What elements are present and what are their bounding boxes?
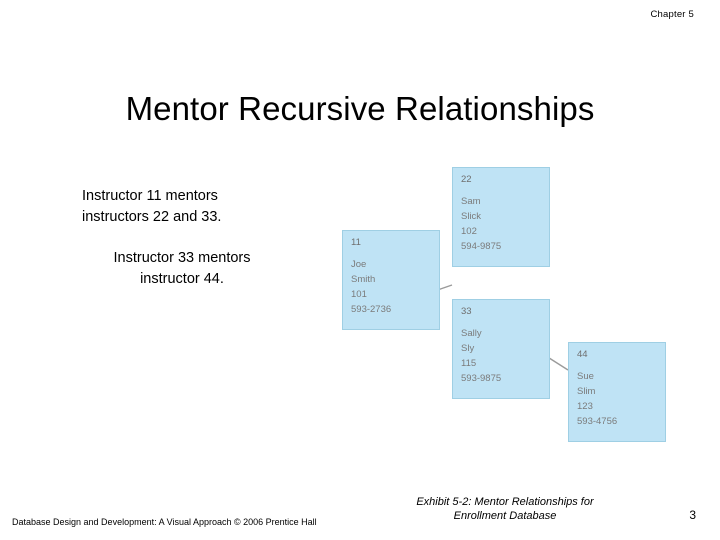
entity-key: 33 bbox=[461, 306, 472, 317]
body-paragraph-1: Instructor 11 mentors instructors 22 and… bbox=[82, 188, 222, 226]
entity-first-name: Joe bbox=[351, 259, 367, 270]
entity-key: 44 bbox=[577, 349, 588, 360]
entity-first-name: Sally bbox=[461, 328, 482, 339]
entity-box-11[interactable]: 11 Joe Smith 101 593-2736 bbox=[342, 230, 440, 330]
entity-office: 123 bbox=[577, 401, 593, 412]
entity-last-name: Slim bbox=[577, 386, 596, 397]
entity-last-name: Smith bbox=[351, 274, 376, 285]
entity-phone: 594-9875 bbox=[461, 241, 502, 252]
chapter-label: Chapter 5 bbox=[650, 9, 694, 20]
entity-phone: 593-2736 bbox=[351, 304, 392, 315]
entity-last-name: Slick bbox=[461, 211, 482, 222]
entity-office: 102 bbox=[461, 226, 477, 237]
exhibit-caption-line2: Enrollment Database bbox=[453, 509, 557, 522]
body-paragraph-2: Instructor 33 mentors instructor 44. bbox=[113, 250, 251, 288]
entity-office: 115 bbox=[461, 358, 477, 369]
page-title: Mentor Recursive Relationships bbox=[125, 90, 595, 128]
entity-phone: 593-4756 bbox=[577, 416, 618, 427]
exhibit-caption-line1: Exhibit 5-2: Mentor Relationships for bbox=[416, 496, 594, 508]
entity-first-name: Sam bbox=[461, 196, 481, 207]
entity-key: 11 bbox=[351, 237, 361, 248]
entity-first-name: Sue bbox=[577, 371, 594, 382]
entity-box-33[interactable]: 33 Sally Sly 115 593-9875 bbox=[452, 299, 550, 399]
entity-box-44[interactable]: 44 Sue Slim 123 593-4756 bbox=[568, 342, 666, 442]
exhibit-caption: Exhibit 5-2: Mentor Relationships for En… bbox=[370, 496, 640, 524]
entity-office: 101 bbox=[351, 289, 367, 300]
footer-source: Database Design and Development: A Visua… bbox=[12, 517, 317, 527]
entity-key: 22 bbox=[461, 174, 472, 185]
entity-box-22[interactable]: 22 Sam Slick 102 594-9875 bbox=[452, 167, 550, 267]
slide-number: 3 bbox=[689, 508, 696, 522]
entity-last-name: Sly bbox=[461, 343, 475, 354]
entity-phone: 593-9875 bbox=[461, 373, 502, 384]
